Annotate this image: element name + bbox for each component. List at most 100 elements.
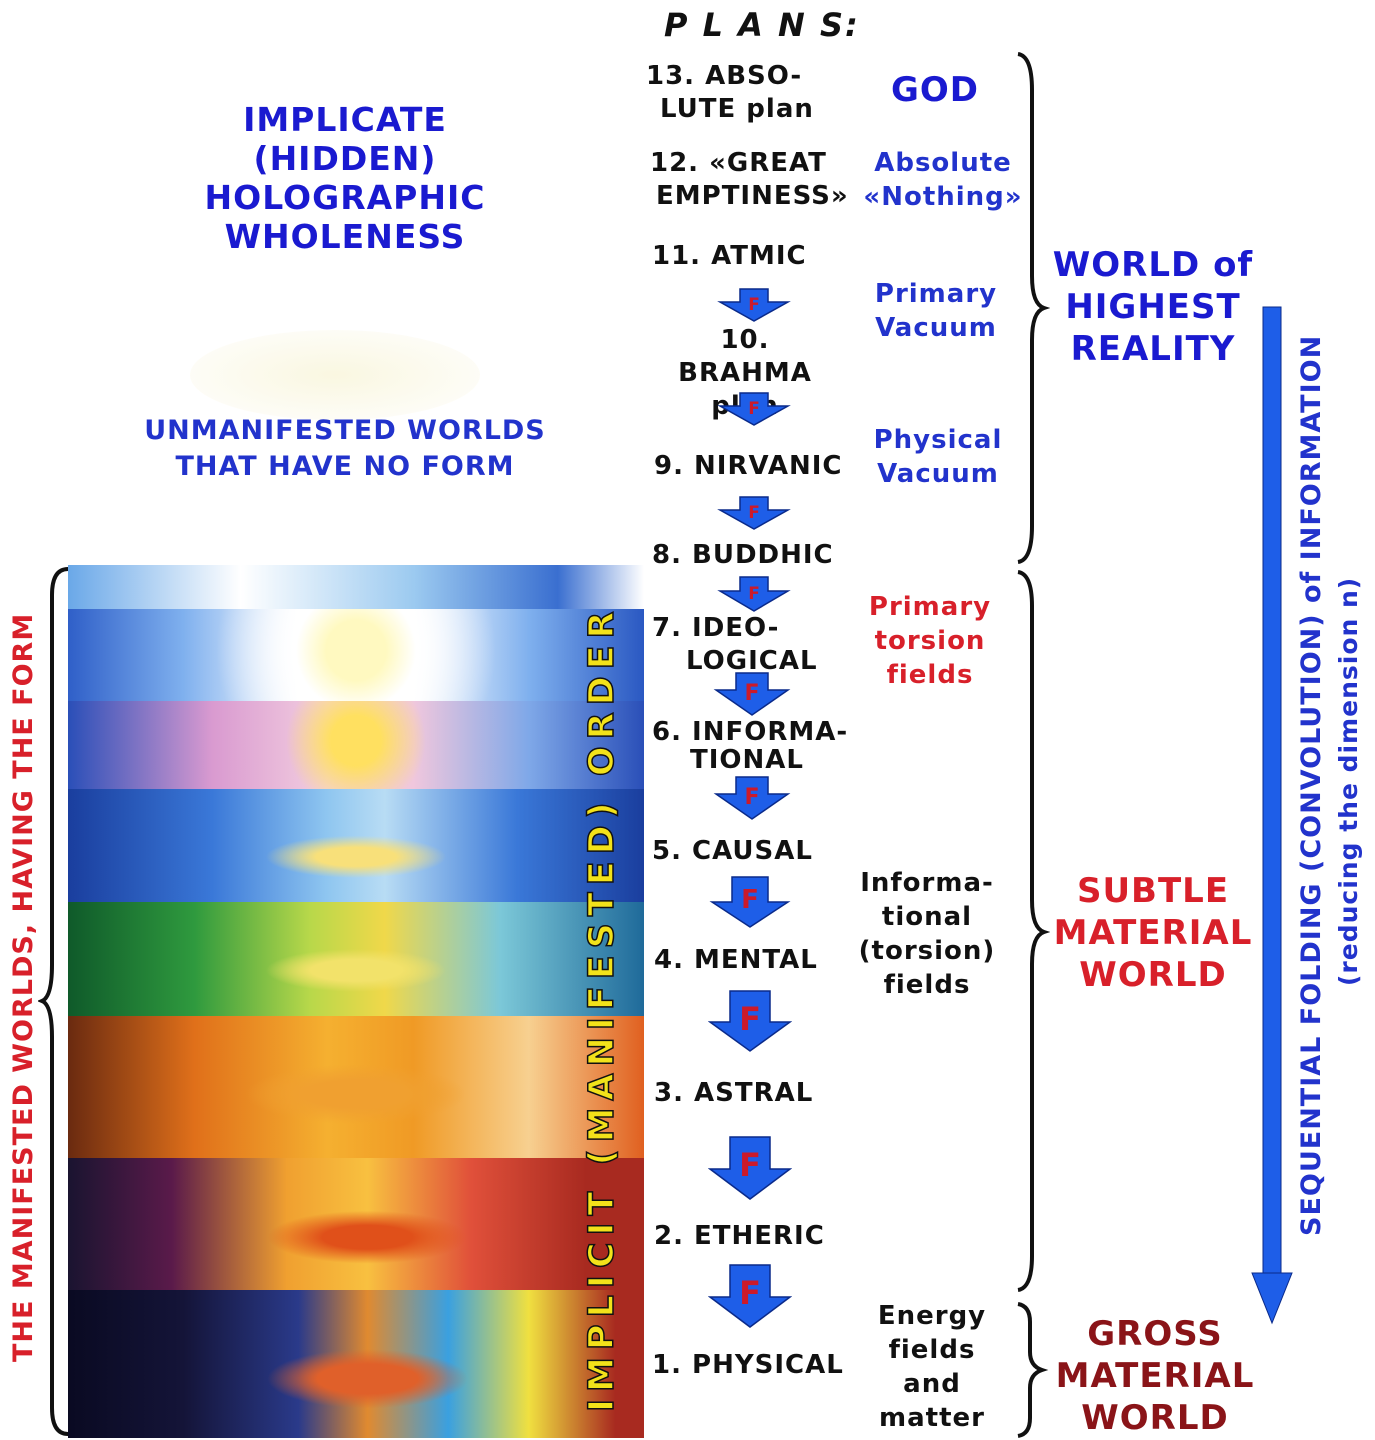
gross-line-3: WORLD <box>1081 1398 1229 1438</box>
unmanifested-line-2: THAT HAVE NO FORM <box>175 451 515 482</box>
sequential-folding-label: SEQUENTIAL FOLDING (CONVOLUTION) of INFO… <box>1296 334 1327 1236</box>
manifested-brace <box>38 567 69 1436</box>
right-braces <box>1017 52 1050 1438</box>
f-arrow-9-8: F <box>717 496 791 530</box>
plan-3-astral: 3. ASTRAL <box>654 1078 814 1108</box>
informational-line-4: fields <box>883 970 971 1000</box>
plan-7-line-1: 7. IDEO- <box>652 613 780 643</box>
reducing-dimension-label: (reducing the dimension n) <box>1334 576 1363 986</box>
informational-torsion-fields-label: Informa- tional (torsion) fields <box>852 866 1002 1002</box>
physical-vacuum-line-2: Vacuum <box>877 459 999 489</box>
f-arrow-label: F <box>739 1274 761 1312</box>
subtle-material-brace <box>1017 570 1050 1292</box>
implicate-line-4: WHOLENESS <box>224 217 466 256</box>
implicate-line-2: (HIDDEN) <box>253 139 437 178</box>
subtle-material-world-label: SUBTLE MATERIAL WORLD <box>1040 870 1266 996</box>
highest-line-2: HIGHEST <box>1065 287 1241 327</box>
plan-7-ideological: 7. IDEO- LOGICAL <box>652 612 818 678</box>
energy-line-3: and <box>903 1369 961 1399</box>
energy-fields-label: Energy fields and matter <box>862 1299 1002 1435</box>
painting-band-red <box>68 1158 644 1290</box>
implicate-wholeness-title: IMPLICATE (HIDDEN) HOLOGRAPHIC WHOLENESS <box>170 100 520 256</box>
god-label: GOD <box>890 70 980 110</box>
f-arrow-10-9: F <box>717 392 791 426</box>
plan-9-nirvanic: 9. NIRVANIC <box>654 451 843 481</box>
manifested-worlds-vertical-label: THE MANIFESTED WORLDS, HAVING THE FORM <box>8 612 39 1362</box>
f-arrow-label: F <box>748 584 760 604</box>
sequential-folding-arrow <box>1251 306 1293 1325</box>
plan-12-line-1: 12. «GREAT <box>650 148 827 178</box>
painting-band-blue <box>68 789 644 902</box>
plan-1-physical: 1. PHYSICAL <box>652 1350 844 1380</box>
plan-6-informational: 6. INFORMA- TIONAL <box>652 718 848 774</box>
f-arrow-label: F <box>744 681 759 706</box>
plan-13-line-1: 13. ABSO- <box>646 61 803 91</box>
f-arrow-label: F <box>744 785 759 810</box>
plan-13-line-2: LUTE plan <box>660 94 814 124</box>
f-arrow-2-1: F <box>708 1264 792 1328</box>
f-arrow-label: F <box>748 295 760 315</box>
absolute-nothing-line-1: Absolute <box>874 148 1012 178</box>
informational-line-2: tional <box>881 902 973 932</box>
implicate-line-3: HOLOGRAPHIC <box>204 178 486 217</box>
energy-line-1: Energy <box>877 1301 987 1331</box>
highest-line-1: WORLD of <box>1052 245 1254 285</box>
primary-vacuum-line-2: Vacuum <box>875 313 997 343</box>
primary-torsion-fields-label: Primary torsion fields <box>860 590 1000 692</box>
implicate-line-1: IMPLICATE <box>243 100 447 139</box>
painting-band-pink <box>68 701 644 789</box>
unmanifested-worlds-label: UNMANIFESTED WORLDS THAT HAVE NO FORM <box>120 413 570 485</box>
f-arrow-4-3: F <box>708 990 792 1052</box>
gross-line-1: GROSS <box>1087 1314 1223 1354</box>
primary-vacuum-label: Primary Vacuum <box>862 277 1010 345</box>
f-arrow-11-10: F <box>717 288 791 322</box>
plan-2-etheric: 2. ETHERIC <box>654 1221 825 1251</box>
highest-line-3: REALITY <box>1070 329 1236 369</box>
f-arrow-label: F <box>748 503 760 523</box>
painting-band-night <box>68 1290 644 1438</box>
plan-8-buddhic: 8. BUDDHIC <box>652 540 834 570</box>
gross-material-world-label: GROSS MATERIAL WORLD <box>1040 1313 1270 1439</box>
primary-vacuum-line-1: Primary <box>874 279 998 309</box>
plan-5-causal: 5. CAUSAL <box>652 836 813 866</box>
plan-13-absolute: 13. ABSO- LUTE plan <box>646 60 814 126</box>
plan-6-line-2: TIONAL <box>690 745 804 775</box>
informational-line-1: Informa- <box>860 868 994 898</box>
plan-11-atmic: 11. ATMIC <box>652 241 807 271</box>
physical-vacuum-label: Physical Vacuum <box>862 423 1014 491</box>
primary-torsion-line-2: torsion <box>874 626 986 656</box>
implicit-order-vertical-label: IMPLICIT (MANIFESTED) ORDER <box>581 604 623 1413</box>
informational-line-3: (torsion) <box>858 936 996 966</box>
energy-line-2: fields <box>888 1335 976 1365</box>
world-highest-reality-label: WORLD of HIGHEST REALITY <box>1042 244 1264 370</box>
f-arrow-7-6: F <box>713 672 791 716</box>
plan-10-line-1: 10. BRAHMA <box>678 325 812 388</box>
painting-band-top-strip <box>68 565 644 609</box>
plan-7-line-2: LOGICAL <box>686 646 818 676</box>
f-arrow-label: F <box>739 1000 761 1038</box>
plans-title: P L A N S: <box>664 6 860 44</box>
highest-reality-brace <box>1017 52 1050 564</box>
plan-6-line-1: 6. INFORMA- <box>652 717 849 747</box>
f-arrow-6-5: F <box>713 776 791 820</box>
f-arrow-8-7: F <box>717 576 791 612</box>
painting-band-green <box>68 902 644 1016</box>
painting-band-orange <box>68 1016 644 1158</box>
energy-line-4: matter <box>879 1403 985 1433</box>
unmanifested-line-1: UNMANIFESTED WORLDS <box>144 415 546 446</box>
primary-torsion-line-3: fields <box>886 660 974 690</box>
plan-12-great-emptiness: 12. «GREAT EMPTINESS» <box>650 147 849 213</box>
f-arrow-label: F <box>739 1146 761 1184</box>
physical-vacuum-line-1: Physical <box>873 425 1003 455</box>
subtle-line-1: SUBTLE <box>1076 871 1230 911</box>
absolute-nothing-label: Absolute «Nothing» <box>862 146 1024 214</box>
plan-12-line-2: EMPTINESS» <box>656 181 849 211</box>
painting-band-white <box>68 609 644 701</box>
subtle-line-3: WORLD <box>1079 955 1227 995</box>
f-arrow-3-2: F <box>708 1136 792 1200</box>
gross-material-brace <box>1017 1302 1049 1438</box>
f-arrow-label: F <box>741 885 759 915</box>
plan-4-mental: 4. MENTAL <box>654 945 818 975</box>
gross-line-2: MATERIAL <box>1055 1356 1255 1396</box>
absolute-nothing-line-2: «Nothing» <box>863 182 1023 212</box>
